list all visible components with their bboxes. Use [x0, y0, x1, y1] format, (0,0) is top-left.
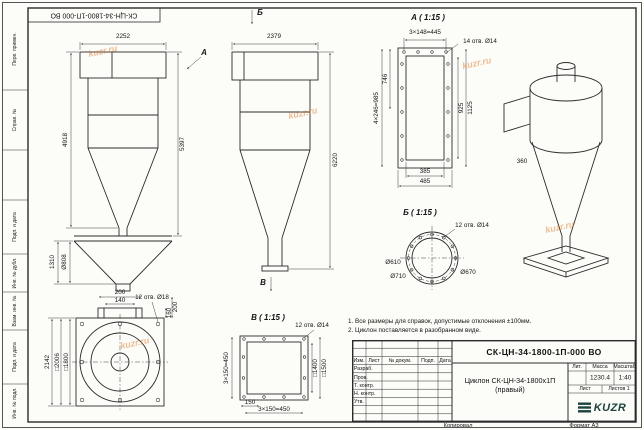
tb-col-doc: № докум. [388, 357, 412, 364]
tb-scale-value: 1:40 [618, 374, 632, 382]
dim-scroll-square-inner: □1800 [62, 353, 70, 371]
dim-b-dia-bolt: Ø670 [460, 268, 476, 276]
dim-front-hopper: 1310 [48, 254, 56, 270]
format-label: Формат А3 [569, 423, 599, 429]
dim-a-holes: 14 отв. Ø14 [463, 37, 497, 45]
company-logo: KUZR [568, 393, 636, 422]
tb-sheet-label: Лист [579, 386, 591, 392]
dim-scroll-right2: 200 [171, 301, 179, 313]
tb-mass-value: 1230.4 [590, 374, 610, 382]
side-view-shape [231, 51, 319, 272]
detail-a-dims [381, 38, 467, 188]
dim-front-width: 2252 [115, 32, 131, 40]
view-arrow-label-v: В [260, 278, 266, 287]
dim-v-square-outer: □1500 [320, 359, 328, 377]
tb-sheets-label: Листов 1 [608, 386, 630, 392]
detail-v-shape [239, 335, 309, 401]
scroll-view-shape [72, 307, 168, 410]
tb-col-podp: Подп. [421, 357, 435, 364]
tb-mass-label: Масса [592, 364, 608, 370]
detail-v-title: В ( 1:15 ) [251, 313, 285, 322]
dim-a-top: 3×148=445 [409, 28, 441, 36]
margin-box-label: Взам. инв. № [12, 295, 18, 327]
dim-b-dia-inner: Ø610 [385, 258, 401, 266]
logo-icon [577, 402, 591, 413]
dim-a-left-top: 746 [381, 73, 389, 85]
copied-label: Копировал [443, 423, 473, 429]
logo-text: KUZR [593, 401, 627, 414]
dim-b-dia-outer: Ø710 [390, 272, 406, 280]
tb-lit-label: Лит. [572, 364, 582, 370]
tb-row-razrab: Разраб. [354, 366, 373, 373]
margin-box-label: Справ. № [12, 108, 18, 132]
iso-view-shape [503, 62, 610, 278]
dim-scroll-holes: 12 отв. Ø18 [135, 293, 169, 301]
detail-b-title: Б ( 1:15 ) [403, 208, 437, 217]
dim-v-bottom2: 3×150=450 [258, 405, 290, 413]
tb-scale-label: Масштаб [613, 364, 636, 370]
dim-scroll-square-outer: □2006 [53, 353, 61, 371]
dim-b-holes: 12 отв. Ø14 [455, 221, 489, 229]
side-view-dims [231, 10, 334, 291]
tb-designation: СК-ЦН-34-1800-1П-000 ВО [486, 346, 602, 357]
dim-v-left: 3×150=450 [222, 352, 230, 384]
dim-front-outlet-dia: Ø808 [60, 254, 68, 270]
dim-iso: 360 [516, 157, 528, 165]
detail-a-title: А ( 1:15 ) [411, 13, 445, 22]
note-line-1: 1. Все размеры для справок, допустимые о… [348, 318, 532, 325]
margin-box-label: Подп. и дата [12, 212, 18, 242]
margin-box-label: Инв. № подл. [12, 387, 18, 419]
tb-doc-name-line1: Циклон СК-ЦН-34-1800х1П [464, 376, 556, 385]
dim-a-right-inner: 925 [457, 102, 465, 114]
dim-v-square-inner: □1400 [311, 359, 319, 377]
margin-box-label: Инв. № дубл. [12, 257, 18, 289]
dim-a-left-main: 4×246=985 [372, 92, 380, 124]
front-view-shape [73, 51, 173, 292]
front-view-dims [54, 42, 202, 285]
tb-row-utv: Утв. [354, 399, 364, 406]
tb-col-data: Дата [439, 357, 451, 364]
tb-doc-name-line2: (правый) [495, 385, 525, 394]
view-arrow-label-b: Б [257, 8, 263, 17]
dim-v-bottom: 150 [244, 398, 256, 406]
tb-doc-name: Циклон СК-ЦН-34-1800х1П (правый) [454, 376, 566, 394]
margin-box-label: Перв. примен. [12, 32, 18, 66]
dim-scroll-height: 2142 [43, 354, 51, 370]
note-line-2: 2. Циклон поставляется в разобранном вид… [348, 327, 481, 334]
dim-scroll-top: 200 [114, 288, 126, 296]
dim-a-bottom-outer: 485 [419, 177, 431, 185]
dim-v-holes: 12 отв. Ø14 [295, 321, 329, 329]
dim-side-width: 2379 [266, 32, 282, 40]
dim-front-height-body: 4918 [61, 132, 69, 148]
tb-col-izm: Изм. [353, 357, 365, 364]
detail-b-shape [400, 226, 464, 290]
detail-a-shape [397, 47, 453, 169]
scroll-view-dims [48, 296, 173, 407]
title-block-grid [352, 340, 636, 422]
tb-row-nkontr: Н. контр. [354, 390, 376, 397]
dim-a-bottom-inner: 385 [419, 167, 431, 175]
dim-side-height-total: 6220 [331, 152, 339, 168]
tb-row-prov: Пров. [354, 374, 368, 381]
tb-row-tkontr: Т. контр. [354, 382, 375, 389]
dim-front-height-total: 5397 [178, 136, 186, 152]
view-arrow-label-a: А [201, 48, 207, 57]
margin-box-label: Подп. и дата [12, 342, 18, 372]
detail-v-dims [231, 329, 321, 414]
title-block: СК-ЦН-34-1800-1П-000 ВО Изм. Лист № доку… [352, 340, 636, 422]
dim-a-right-outer: 1125 [466, 101, 474, 115]
tb-col-list: Лист [368, 357, 380, 364]
dim-scroll-top2: 140 [114, 296, 126, 304]
designation-rotated: СК-ЦН-34-1800-1П-000 ВО [50, 11, 138, 19]
